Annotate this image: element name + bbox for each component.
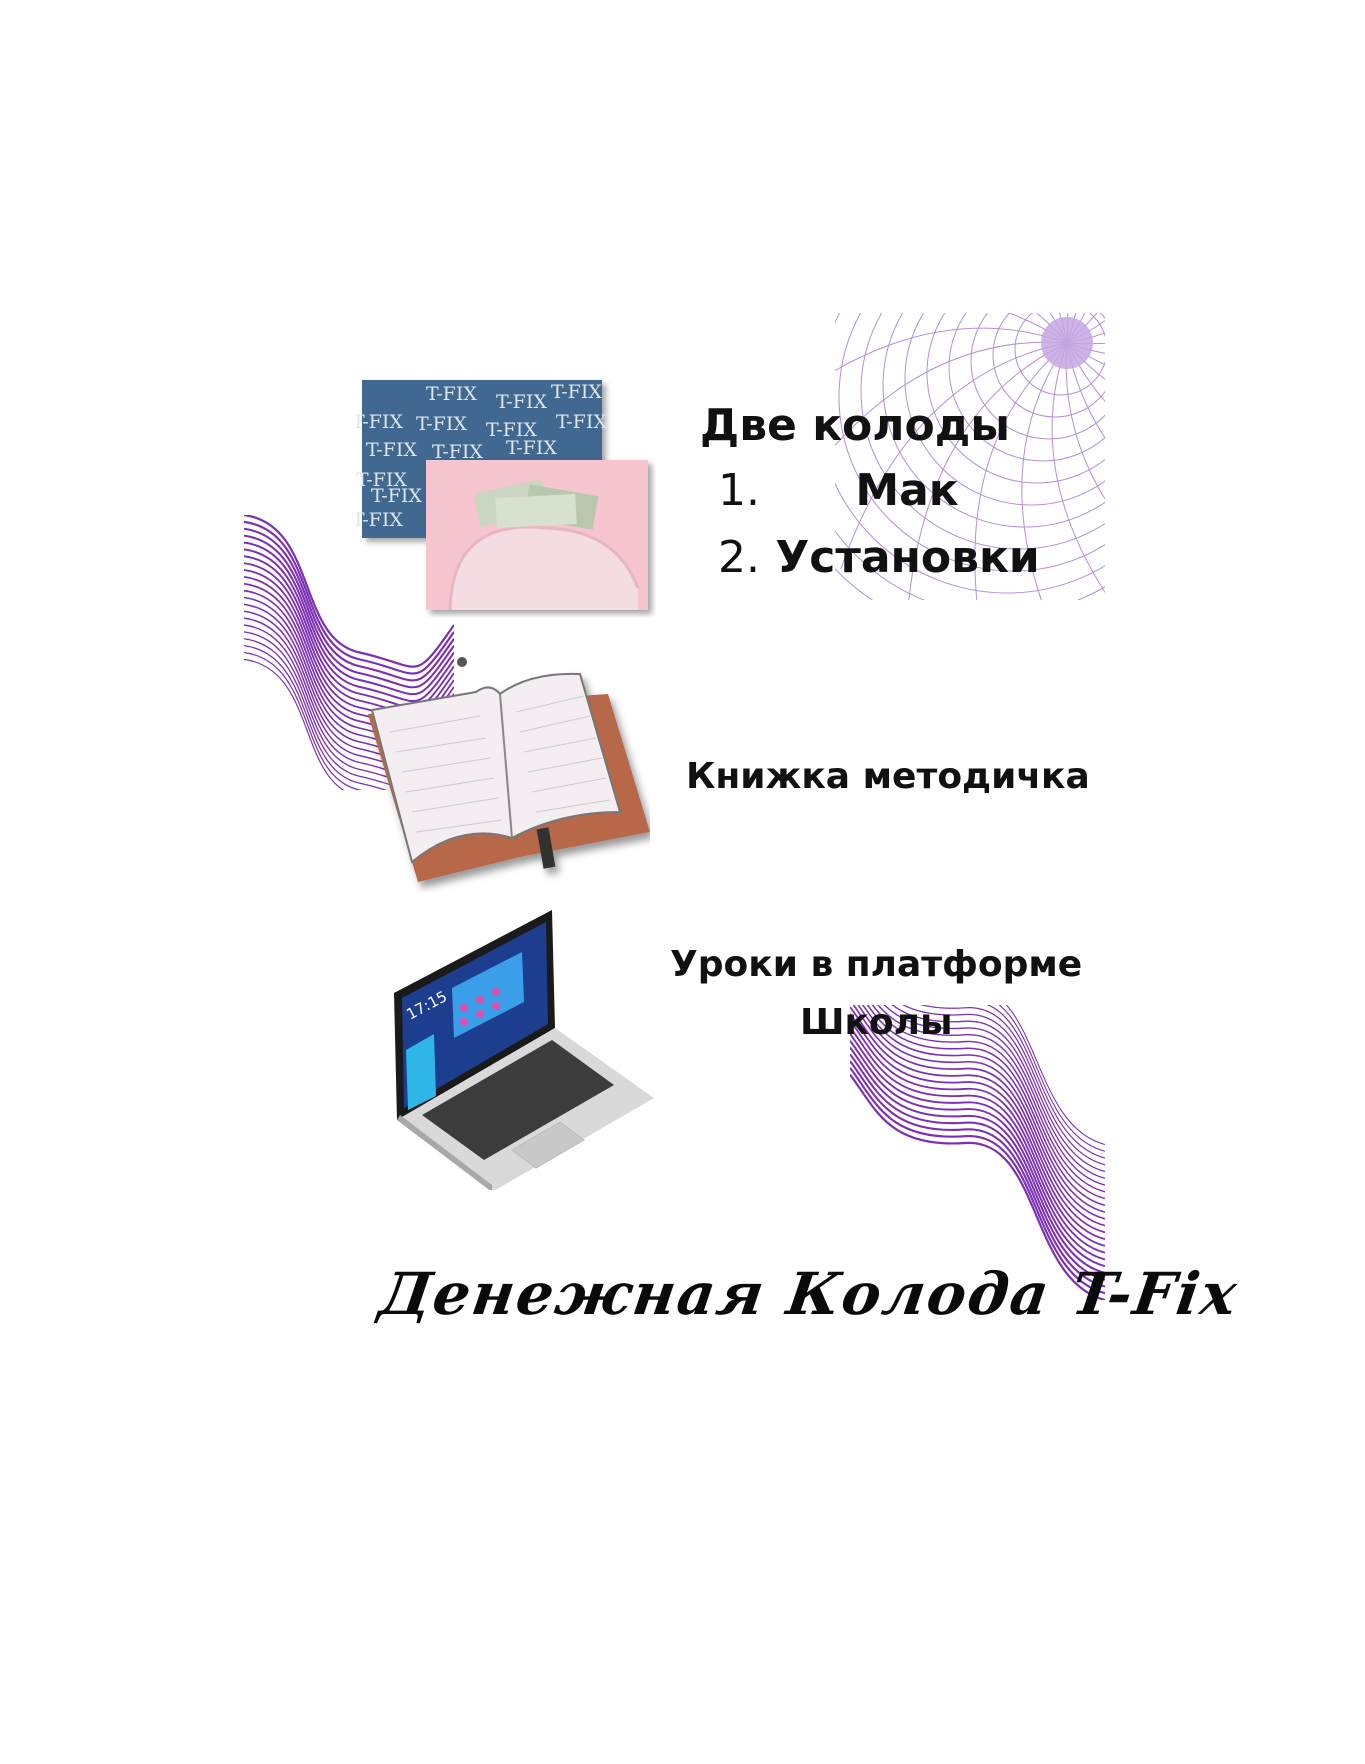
svg-text:T-FIX: T-FIX [416, 413, 467, 435]
card-deck-icon: T-FIX T-FIX T-FIX T-FIX T-FIX T-FIX T-FI… [356, 378, 656, 618]
list-item-label: Мак [855, 465, 959, 516]
sphere-pattern-icon [835, 313, 1105, 600]
svg-text:T-FIX: T-FIX [486, 419, 537, 441]
svg-text:T-FIX: T-FIX [356, 509, 403, 531]
svg-text:T-FIX: T-FIX [556, 411, 607, 433]
svg-text:T-FIX: T-FIX [366, 439, 417, 461]
list-number: 1. [718, 465, 760, 516]
svg-text:T-FIX: T-FIX [356, 411, 403, 433]
book-label: Книжка методичка [686, 756, 1090, 797]
list-item-label: Установки [775, 532, 1040, 583]
svg-text:T-FIX: T-FIX [371, 485, 422, 507]
open-book-icon [360, 652, 650, 892]
card-watermark: T-FIX [426, 383, 477, 405]
wave-lines-icon [850, 1005, 1105, 1300]
decks-title: Две колоды [700, 400, 1011, 451]
lessons-line2: Школы [800, 1002, 953, 1043]
list-number: 2. [718, 532, 760, 583]
lessons-line1: Уроки в платформе [670, 944, 1083, 985]
svg-text:T-FIX: T-FIX [356, 469, 407, 491]
list-item: 2. Установки [718, 532, 1040, 583]
svg-text:T-FIX: T-FIX [432, 441, 483, 463]
svg-text:T-FIX: T-FIX [496, 391, 547, 413]
footer-title: Денежная Колода T-Fix [375, 1260, 1243, 1328]
svg-text:T-FIX: T-FIX [551, 381, 602, 403]
laptop-icon: 17:15 [392, 910, 657, 1190]
svg-text:T-FIX: T-FIX [506, 437, 557, 459]
list-item: 1. Мак [718, 465, 959, 516]
